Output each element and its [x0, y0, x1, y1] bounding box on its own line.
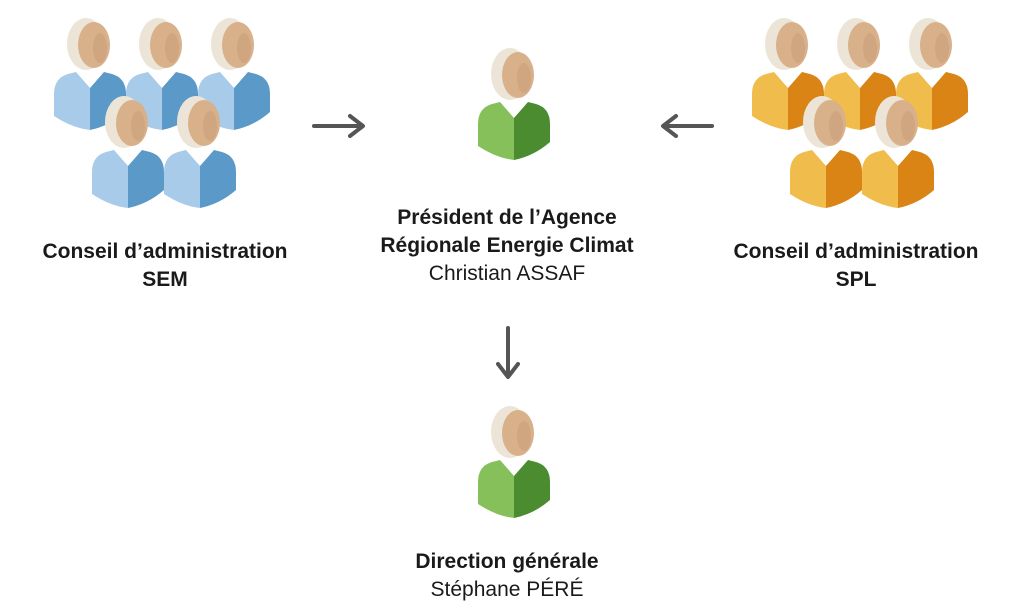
president-label: Président de l’Agence Régionale Energie …	[352, 204, 662, 288]
direction-name: Stéphane PÉRÉ	[430, 578, 584, 601]
spl-board-group	[700, 0, 1011, 220]
arrow-right-icon	[312, 114, 368, 138]
direction-person-icon	[474, 400, 554, 520]
sem-member-icon	[122, 12, 202, 132]
direction-label: Direction générale Stéphane PÉRÉ	[352, 548, 662, 604]
direction-title: Direction générale	[415, 550, 599, 573]
sem-member-icon	[160, 90, 240, 210]
sem-board-subtitle: SEM	[142, 268, 188, 291]
spl-board-label: Conseil d’administration SPL	[706, 238, 1006, 294]
sem-board-group	[0, 0, 330, 220]
spl-member-icon	[892, 12, 972, 132]
president-title-line1: Président de l’Agence	[397, 206, 617, 229]
president-title-line2: Régionale Energie Climat	[380, 234, 634, 257]
spl-member-icon	[786, 90, 866, 210]
spl-board-subtitle: SPL	[835, 268, 877, 291]
spl-board-title: Conseil d’administration	[733, 240, 979, 263]
president-name: Christian ASSAF	[428, 262, 586, 285]
spl-member-icon	[858, 90, 938, 210]
sem-member-icon	[88, 90, 168, 210]
arrow-left-icon	[658, 114, 714, 138]
sem-member-icon	[194, 12, 274, 132]
sem-board-label: Conseil d’administration SEM	[10, 238, 320, 294]
sem-board-title: Conseil d’administration	[42, 240, 288, 263]
arrow-down-icon	[496, 326, 520, 382]
president-person-icon	[474, 42, 554, 162]
